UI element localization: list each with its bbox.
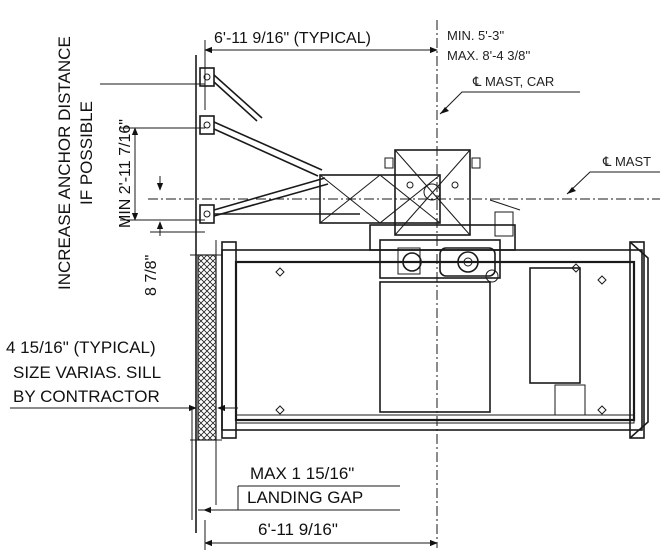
landing-gap-note: MAX 1 15/16" LANDING GAP (198, 464, 400, 514)
anchor-note-line2: IF POSSIBLE (77, 101, 96, 205)
centerline-mast-car-label: ℄ MAST, CAR (472, 74, 554, 89)
anchor-note-line1: INCREASE ANCHOR DISTANCE (55, 36, 74, 290)
car-body (221, 241, 649, 439)
anchor-note: INCREASE ANCHOR DISTANCE IF POSSIBLE (55, 36, 96, 290)
sill-note-line2: SIZE VARIAS. SILL (13, 363, 161, 382)
gap-note-line1: MAX 1 15/16" (250, 464, 354, 483)
wall-tie-brackets (199, 67, 360, 224)
bottom-dimension: 6'-11 9/16" (204, 520, 438, 550)
mast-max-label: MAX. 8'-4 3/8'' (447, 48, 530, 63)
sill-note: 4 15/16" (TYPICAL) SIZE VARIAS. SILL BY … (6, 338, 238, 412)
offset-label: 8 7/8" (143, 255, 160, 296)
gap-note-line2: LANDING GAP (247, 488, 363, 507)
landing-sill (190, 240, 222, 505)
mast-min-label: MIN. 5'-3'' (447, 28, 504, 43)
top-dimension-label: 6'-11 9/16" (TYPICAL) (214, 30, 371, 47)
min-anchor-dimension: MIN 2'-11 7/16" (100, 83, 205, 228)
centerline-mast-label: ℄ MAST (602, 154, 651, 169)
bottom-dimension-label: 6'-11 9/16" (258, 520, 338, 539)
drive-machinery (369, 199, 521, 283)
top-dimension: 6'-11 9/16" (TYPICAL) (204, 30, 438, 110)
mast-range-note: MIN. 5'-3'' MAX. 8'-4 3/8'' (447, 28, 530, 63)
centerline-mast: ℄ MAST (566, 154, 660, 195)
sill-note-line1: 4 15/16" (TYPICAL) (6, 338, 156, 357)
centerline-mast-car: ℄ MAST, CAR (439, 74, 580, 115)
mast-section (319, 149, 481, 236)
sill-note-line3: BY CONTRACTOR (13, 387, 160, 406)
min-anchor-label: MIN 2'-11 7/16" (117, 119, 134, 228)
